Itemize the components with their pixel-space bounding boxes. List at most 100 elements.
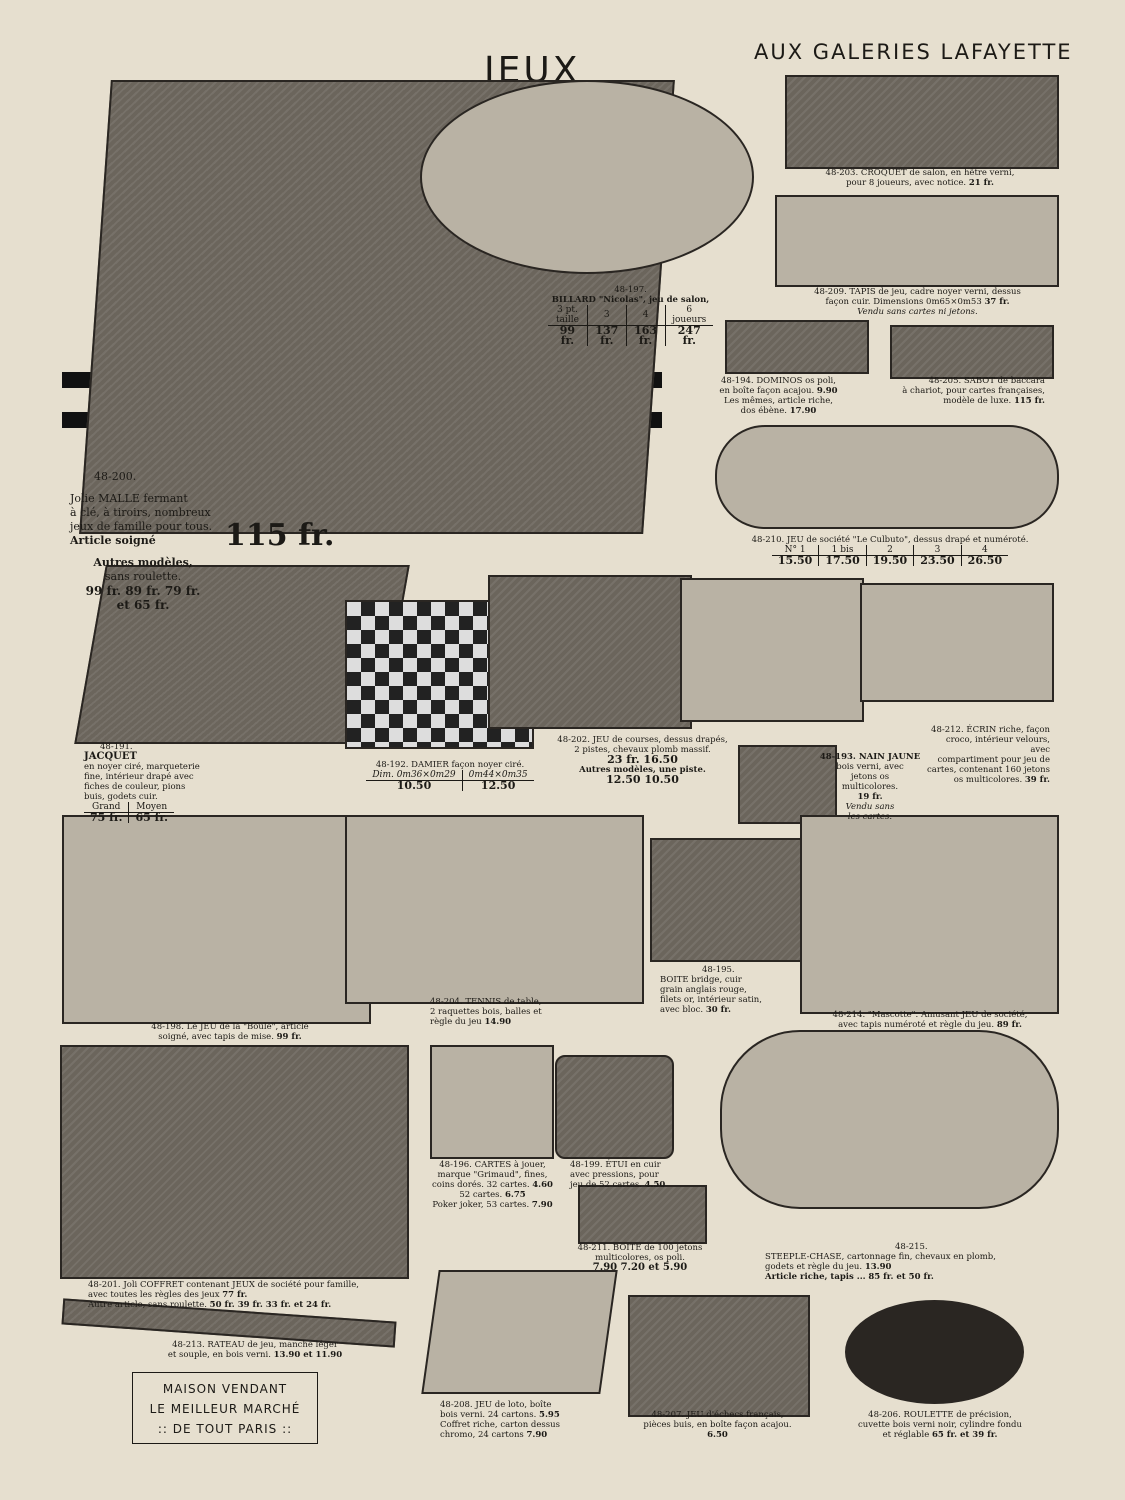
croquet-caption: 48-203. CROQUET de salon, en hêtre verni… bbox=[800, 168, 1040, 188]
nain-jaune-line: multicolores. bbox=[841, 782, 899, 792]
damier-caption: 48-192. DAMIER façon noyer ciré. Dim. 0m… bbox=[350, 760, 550, 791]
ecrin-line: compartiment pour jeu de bbox=[937, 755, 1050, 765]
tennis-price: 14.90 bbox=[484, 1017, 512, 1027]
jacquet-price: 65 fr. bbox=[128, 812, 174, 823]
billard-header: 6 joueurs bbox=[664, 305, 713, 326]
nain-jaune-caption: 48-193. NAIN JAUNE bois verni, avec jeto… bbox=[815, 752, 925, 822]
culbuto-price: 17.50 bbox=[818, 555, 867, 566]
sabot-line: modèle de luxe. bbox=[943, 396, 1012, 406]
echecs-illustration bbox=[628, 1295, 810, 1417]
cartes-line: Poker joker, 53 cartes. bbox=[432, 1200, 530, 1210]
malle-line: à clé, à tiroirs, nombreux bbox=[70, 506, 211, 519]
culbuto-price: 19.50 bbox=[865, 555, 914, 566]
malle-caption: 48-200. Jolie MALLE fermant à clé, à tir… bbox=[70, 470, 295, 548]
jacquet-line: en noyer ciré, marqueterie bbox=[84, 762, 200, 772]
damier-header: 0m44×0m35 bbox=[461, 770, 534, 781]
tennis-line: 48-204. TENNIS de table, bbox=[430, 997, 542, 1007]
steeple-chase-illustration bbox=[720, 1030, 1059, 1209]
courses-caption: 48-202. JEU de courses, dessus drapés, 2… bbox=[555, 735, 730, 785]
courses-line: 48-202. JEU de courses, dessus drapés, bbox=[557, 735, 728, 745]
etui-price: 4.50 bbox=[644, 1180, 666, 1190]
culbuto-header: 1 bis bbox=[818, 545, 867, 556]
billard-price: 137 fr. bbox=[586, 325, 627, 346]
ecrin-line: os multicolores. bbox=[953, 775, 1023, 785]
stamp-line: :: DE TOUT PARIS :: bbox=[157, 1422, 293, 1436]
croquet-line: pour 8 joueurs, avec notice. bbox=[846, 178, 967, 188]
steeple-line: STEEPLE-CHASE, cartonnage fin, chevaux e… bbox=[765, 1252, 996, 1262]
ecrin-line: croco, intérieur velours, avec bbox=[945, 735, 1050, 755]
tapis-price: 37 fr. bbox=[984, 297, 1010, 307]
jacquet-header: Moyen bbox=[128, 802, 174, 813]
dominos-line: dos ébène. bbox=[740, 406, 787, 416]
damier-price: 12.50 bbox=[461, 780, 534, 791]
nain-jaune-line: bois verni, avec bbox=[836, 762, 904, 772]
boite-bridge-line: 48-195. bbox=[702, 965, 735, 975]
culbuto-caption: 48-210. JEU de société "Le Culbuto", des… bbox=[740, 535, 1040, 566]
cartes-caption: 48-196. CARTES à jouer, marque "Grimaud"… bbox=[430, 1160, 555, 1210]
croquet-price: 21 fr. bbox=[968, 178, 994, 188]
loto-illustration bbox=[421, 1270, 618, 1394]
jacquet-price: 75 fr. bbox=[84, 812, 129, 823]
boite-jetons-line: 48-211. BOITE de 100 jetons bbox=[577, 1243, 703, 1253]
billard-desc: BILLARD "Nicolas", jeu de salon, bbox=[551, 295, 710, 305]
billard-header: 3 pt. taille bbox=[555, 305, 579, 325]
dominos-line: en boîte façon acajou. bbox=[719, 386, 815, 396]
boite-bridge-line: BOITE bridge, cuir bbox=[660, 975, 742, 985]
ecrin-line: cartes, contenant 160 jetons bbox=[927, 765, 1050, 775]
culbuto-price: 26.50 bbox=[960, 555, 1009, 566]
courses-illustration bbox=[488, 575, 692, 729]
roulette-illustration bbox=[845, 1300, 1024, 1404]
jacquet-number: 48-191. bbox=[100, 742, 133, 752]
store-stamp: MAISON VENDANT LE MEILLEUR MARCHÉ :: DE … bbox=[132, 1372, 318, 1444]
malle-other-prices: 99 fr. 89 fr. 79 fr. bbox=[85, 584, 201, 598]
tennis-line: 2 raquettes bois, balles et bbox=[430, 1007, 542, 1017]
dominos-price: 9.90 bbox=[816, 386, 838, 396]
boule-line: 48-198. Le JEU de la "Boule", article bbox=[151, 1022, 309, 1032]
coffret-price: 77 fr. bbox=[222, 1290, 248, 1300]
damier-desc: 48-192. DAMIER façon noyer ciré. bbox=[375, 760, 525, 770]
nain-jaune-line: 48-193. NAIN JAUNE bbox=[819, 752, 921, 762]
tennis-illustration bbox=[345, 815, 644, 1004]
coffret-other-prices: 50 fr. 39 fr. 33 fr. et 24 fr. bbox=[209, 1300, 332, 1310]
tapis-line: 48-209. TAPIS de jeu, cadre noyer verni,… bbox=[814, 287, 1021, 297]
tapis-illustration bbox=[775, 195, 1059, 287]
jacquet-line: fine, intérieur drapé avec bbox=[84, 772, 194, 782]
malle-line: Article soigné bbox=[70, 534, 156, 547]
boule-price: 99 fr. bbox=[276, 1032, 302, 1042]
cartes-line: coins dorés. 32 cartes. bbox=[432, 1180, 530, 1190]
tapis-line: façon cuir. Dimensions 0m65×0m53 bbox=[825, 297, 982, 307]
nain-jaune-illustration bbox=[680, 578, 864, 722]
sabot-illustration bbox=[890, 325, 1054, 379]
rateau-prices: 13.90 et 11.90 bbox=[273, 1350, 343, 1360]
dominos-line: 48-194. DOMINOS os poli, bbox=[721, 376, 836, 386]
courses-other-prices: 12.50 10.50 bbox=[606, 773, 679, 786]
cartes-line: 48-196. CARTES à jouer, bbox=[439, 1160, 546, 1170]
roulette-line: cuvette bois verni noir, cylindre fondu bbox=[858, 1420, 1022, 1430]
courses-other: Autres modèles, une piste. bbox=[579, 765, 706, 775]
jacquet-line: fiches de couleur, pions bbox=[84, 782, 186, 792]
culbuto-desc: 48-210. JEU de société "Le Culbuto", des… bbox=[751, 535, 1029, 545]
courses-line: 2 pistes, chevaux plomb massif. bbox=[574, 745, 711, 755]
nain-jaune-price: 19 fr. bbox=[857, 792, 883, 802]
ecrin-price: 39 fr. bbox=[1024, 775, 1050, 785]
dominos-price: 17.90 bbox=[789, 406, 817, 416]
steeple-number: 48-215. bbox=[895, 1242, 928, 1252]
culbuto-header: 2 bbox=[865, 545, 914, 556]
loto-line: bois verni. 24 cartons. bbox=[440, 1410, 537, 1420]
billard-price: 247 fr. bbox=[664, 325, 713, 346]
billard-price: 99 fr. bbox=[548, 325, 588, 346]
etui-caption: 48-199. ÉTUI en cuir avec pressions, pou… bbox=[570, 1160, 680, 1190]
dominos-illustration bbox=[725, 320, 869, 374]
jacquet-caption: 48-191. JACQUET en noyer ciré, marqueter… bbox=[84, 742, 202, 823]
malle-other-title: Autres modèles, bbox=[93, 556, 193, 569]
billard-header: 4 bbox=[625, 305, 665, 326]
roulette-line: et réglable bbox=[882, 1430, 930, 1440]
cartes-price: 7.90 bbox=[531, 1200, 553, 1210]
culbuto-header: 4 bbox=[960, 545, 1009, 556]
boule-illustration bbox=[62, 815, 371, 1024]
rateau-line: et souple, en bois verni. bbox=[167, 1350, 271, 1360]
ecrin-line: 48-212. ÉCRIN riche, façon bbox=[931, 725, 1050, 735]
boite-jetons-caption: 48-211. BOITE de 100 jetons multicolores… bbox=[575, 1243, 705, 1273]
